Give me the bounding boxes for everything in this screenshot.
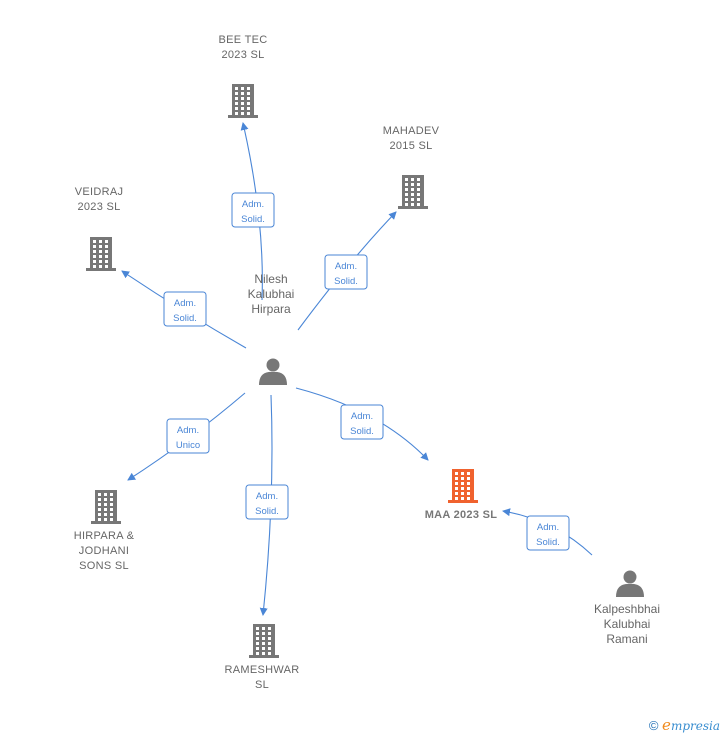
- edge-badge-text: Unico: [176, 440, 200, 451]
- building-icon: [448, 469, 478, 503]
- node-label-line: MAHADEV: [383, 125, 440, 137]
- building-icon: [91, 490, 121, 524]
- node-maa-2023[interactable]: MAA 2023 SL: [425, 469, 498, 521]
- footer-brand: © empresia: [649, 716, 720, 734]
- empresia-logo: empresia: [662, 716, 720, 734]
- node-label-line: Hirpara: [251, 302, 291, 316]
- edges-layer: [121, 122, 593, 616]
- edge-badge: Adm. Solid.: [231, 192, 275, 228]
- node-label-line: 2015 SL: [389, 140, 432, 152]
- edge-badge-text: Solid.: [173, 313, 197, 324]
- building-icon: [398, 175, 428, 209]
- edge-badge-text: Adm.: [174, 298, 196, 309]
- edge-badge: Adm. Unico: [166, 418, 210, 454]
- edge-badge-text: Solid.: [334, 276, 358, 287]
- edge-badge-text: Adm.: [335, 261, 357, 272]
- edge-badge: Adm. Solid.: [340, 404, 384, 440]
- person-icon: [259, 358, 287, 385]
- edge-badge: Adm. Solid.: [163, 291, 207, 327]
- node-label-line: Nilesh: [254, 272, 287, 286]
- node-label-line: 2023 SL: [77, 201, 120, 213]
- edge-badge-text: Solid.: [241, 214, 265, 225]
- edge-badge: Adm. Solid.: [245, 484, 289, 520]
- edge-badge-text: Adm.: [256, 491, 278, 502]
- node-rameshwar[interactable]: RAMESHWAR SL: [224, 624, 299, 691]
- edge-badge-text: Adm.: [537, 522, 559, 533]
- node-label-line: RAMESHWAR: [224, 664, 299, 676]
- node-label-line: Kalpeshbhai: [594, 602, 660, 616]
- badges-layer: Adm.Solid.Adm.Solid.Adm.Solid.Adm.UnicoA…: [163, 192, 570, 551]
- node-label-line: Kalubhai: [248, 287, 295, 301]
- edge-badge-text: Solid.: [536, 537, 560, 548]
- building-icon: [228, 84, 258, 118]
- edge-badge: Adm. Solid.: [526, 515, 570, 551]
- node-label-line: SONS SL: [79, 560, 129, 572]
- node-bee-tec[interactable]: BEE TEC 2023 SL: [219, 34, 268, 118]
- node-mahadev[interactable]: MAHADEV 2015 SL: [383, 125, 440, 209]
- node-hirpara-jodhani[interactable]: HIRPARA & JODHANI SONS SL: [74, 490, 135, 572]
- copyright-icon: ©: [648, 718, 659, 733]
- edge-badge-text: Adm.: [351, 411, 373, 422]
- node-label-line: Kalubhai: [604, 617, 651, 631]
- edge-badge-text: Adm.: [242, 199, 264, 210]
- node-label-line: BEE TEC: [219, 34, 268, 46]
- node-label-line: SL: [255, 679, 269, 691]
- node-label-line: 2023 SL: [221, 49, 264, 61]
- node-label-line: HIRPARA &: [74, 530, 135, 542]
- person-icon: [616, 570, 644, 597]
- node-veidraj[interactable]: VEIDRAJ 2023 SL: [75, 186, 124, 271]
- node-label-line: VEIDRAJ: [75, 186, 124, 198]
- nodes-layer: BEE TEC 2023 SL MAHADEV 2015 SL VEIDRAJ 2023 …: [74, 34, 660, 691]
- edge-badge-text: Adm.: [177, 425, 199, 436]
- node-label-line: Ramani: [606, 632, 647, 646]
- edge-badge-text: Solid.: [350, 426, 374, 437]
- edge-badge: Adm. Solid.: [324, 254, 368, 290]
- node-label-line: JODHANI: [79, 545, 129, 557]
- building-icon: [249, 624, 279, 658]
- building-icon: [86, 237, 116, 271]
- node-label-line: MAA 2023 SL: [425, 509, 498, 521]
- edge-badge-text: Solid.: [255, 506, 279, 517]
